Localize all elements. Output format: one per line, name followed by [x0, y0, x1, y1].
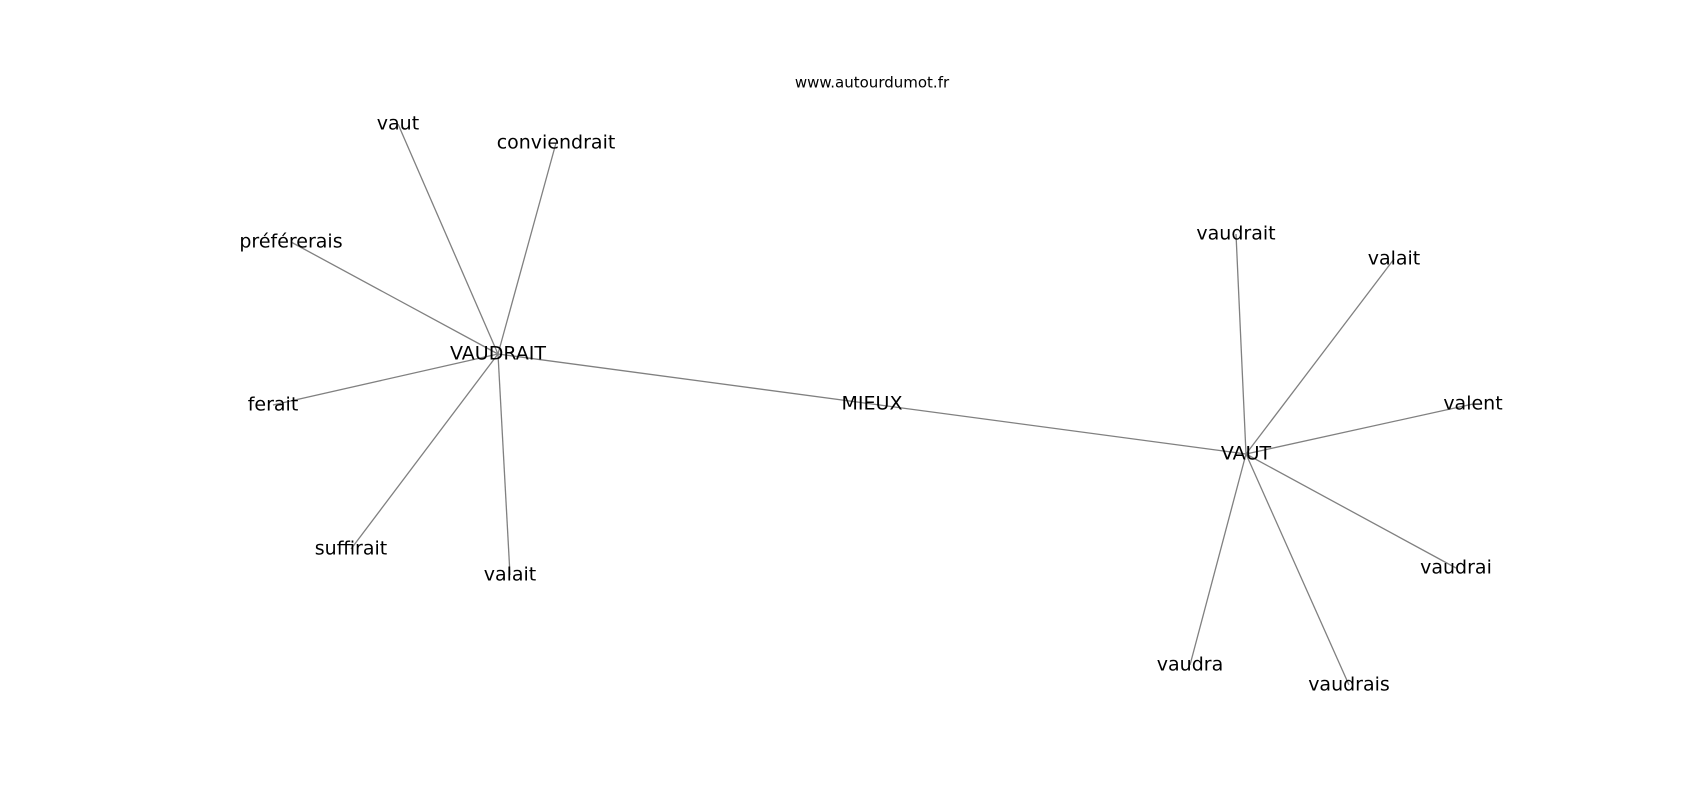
watermark: www.autourdumot.fr — [795, 74, 950, 92]
node-center-mieux[interactable]: MIEUX — [842, 393, 903, 415]
edge-vaut-valent — [1245, 403, 1474, 455]
node-vaut-vaudrait[interactable]: vaudrait — [1196, 223, 1275, 245]
graph-nodes: MIEUX VAUDRAIT vaut conviendrait préférerais… — [239, 113, 1502, 696]
edge-vaut-vaudra — [1189, 453, 1247, 666]
node-vaudrait-vaut[interactable]: vaut — [377, 113, 419, 135]
edge-vaudrait-ferait — [272, 353, 499, 406]
edge-vaudrait-valait — [497, 353, 511, 576]
node-hub-vaut[interactable]: VAUT — [1221, 443, 1272, 465]
node-vaudrait-valait[interactable]: valait — [484, 564, 537, 586]
edge-vaudrait-conviendrait — [497, 142, 557, 355]
node-vaut-valait[interactable]: valait — [1368, 248, 1421, 270]
node-vaut-valent[interactable]: valent — [1443, 393, 1502, 415]
edge-vaut-valait — [1245, 258, 1395, 455]
node-vaudrait-conviendrait[interactable]: conviendrait — [497, 132, 616, 154]
edge-vaudrait-suffirait — [350, 353, 499, 550]
node-hub-vaudrait[interactable]: VAUDRAIT — [450, 343, 546, 365]
graph-edges — [272, 123, 1474, 686]
edge-mieux-vaut — [871, 403, 1247, 455]
edge-vaut-vaudrais — [1245, 453, 1350, 686]
node-vaudrait-ferait[interactable]: ferait — [248, 394, 299, 416]
edge-mieux-vaudrait — [497, 353, 873, 405]
node-vaudrait-suffirait[interactable]: suffirait — [315, 538, 388, 560]
edge-vaut-vaudrait — [1235, 233, 1247, 455]
node-vaut-vaudra[interactable]: vaudra — [1157, 654, 1223, 676]
edge-vaudrait-prefererais — [290, 241, 499, 355]
edge-vaudrait-vaut — [397, 123, 499, 355]
node-vaut-vaudrais[interactable]: vaudrais — [1308, 674, 1390, 696]
node-vaut-vaudrai[interactable]: vaudrai — [1420, 557, 1492, 579]
edge-vaut-vaudrai — [1245, 453, 1457, 569]
node-vaudrait-prefererais[interactable]: préférerais — [239, 231, 342, 253]
